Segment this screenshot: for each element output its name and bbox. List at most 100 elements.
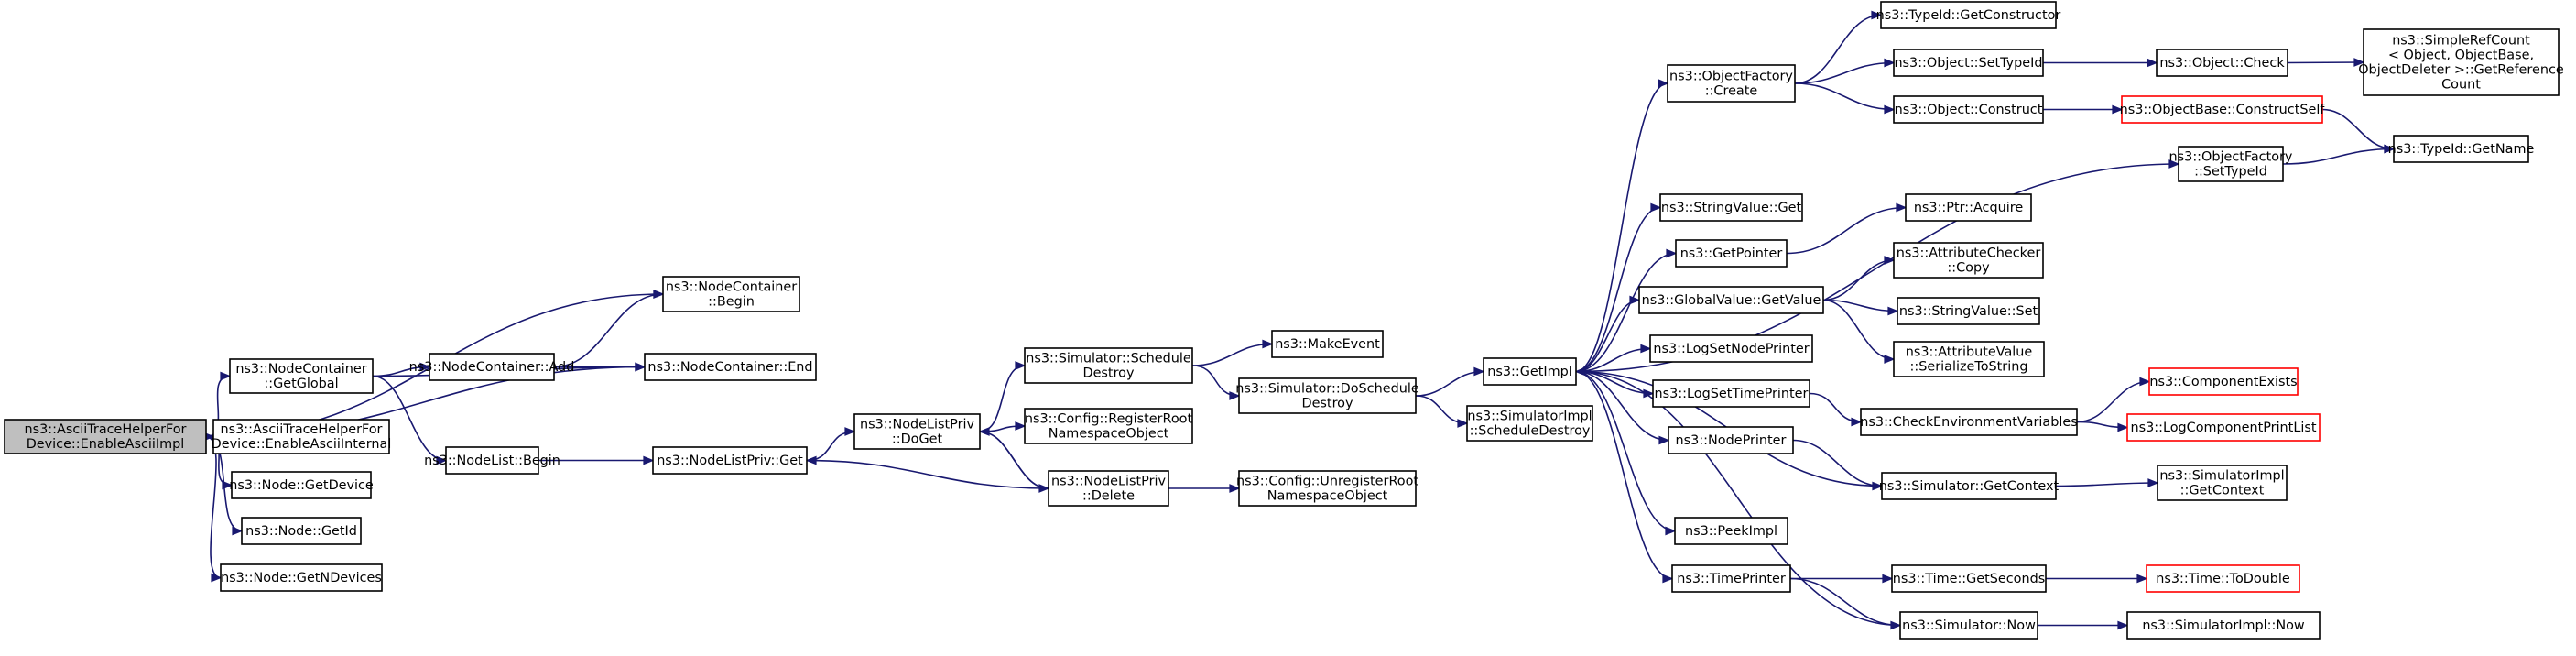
- function-node[interactable]: ns3::ComponentExists: [2148, 367, 2299, 396]
- function-node-label: ns3::SimulatorImpl: [1467, 409, 1592, 423]
- function-node-label: ::GetContext: [2180, 483, 2265, 497]
- function-node-box: [1860, 408, 2078, 436]
- call-edge-arrowhead: [1229, 391, 1241, 400]
- call-edge: [372, 375, 447, 462]
- function-node[interactable]: ns3::AttributeValue::SerializeToString: [1893, 341, 2045, 377]
- function-node[interactable]: ns3::NodeContainer::End: [644, 353, 817, 381]
- function-node[interactable]: ns3::Simulator::Now: [1899, 611, 2038, 640]
- function-node[interactable]: ns3::NodePrinter: [1668, 426, 1794, 454]
- function-node[interactable]: ns3::NodeListPriv::DoGet: [853, 413, 981, 450]
- function-node[interactable]: ns3::StringValue::Set: [1897, 297, 2040, 325]
- call-edge-arrowhead: [635, 362, 647, 372]
- function-node-box: [212, 419, 390, 454]
- function-node[interactable]: ns3::Time::GetSeconds: [1891, 564, 2047, 593]
- call-edge-arrowhead: [1473, 366, 1485, 377]
- function-node-box: [4, 419, 207, 454]
- function-node[interactable]: ns3::SimulatorImpl::Now: [2126, 611, 2321, 640]
- function-node-box: [1024, 347, 1193, 384]
- function-node-box: [2393, 135, 2529, 163]
- function-node[interactable]: ns3::SimpleRefCount< Object, ObjectBase,…: [2358, 28, 2564, 96]
- function-node-box: [1668, 426, 1794, 454]
- function-node[interactable]: ns3::MakeEvent: [1271, 330, 1384, 358]
- call-edge: [806, 431, 855, 462]
- function-node[interactable]: ns3::NodeListPriv::Get: [652, 446, 808, 475]
- function-node[interactable]: ns3::Object::Construct: [1893, 95, 2044, 124]
- function-node[interactable]: ns3::LogSetNodePrinter: [1649, 334, 1813, 363]
- function-node[interactable]: ns3::Config::UnregisterRootNamespaceObje…: [1236, 470, 1418, 507]
- function-node-label: ObjectDeleter >::GetReference: [2358, 62, 2564, 77]
- function-node-label: NamespaceObject: [1049, 426, 1169, 441]
- function-node[interactable]: ns3::ObjectFactory::SetTypeId: [2169, 146, 2293, 182]
- call-edge: [1794, 14, 1882, 84]
- function-node[interactable]: ns3::SimulatorImpl::GetContext: [2157, 465, 2288, 501]
- call-edge-arrowhead: [419, 362, 431, 372]
- call-edge-arrowhead: [1015, 421, 1027, 431]
- function-node-box: [2146, 564, 2300, 593]
- function-node-label: ns3::AsciiTraceHelperFor: [221, 422, 383, 437]
- function-node[interactable]: ns3::AsciiTraceHelperForDevice::EnableAs…: [212, 419, 392, 454]
- call-edge: [1415, 395, 1468, 424]
- function-node-label: < Object, ObjectBase,: [2388, 48, 2534, 62]
- call-edge-arrowhead: [1457, 419, 1469, 428]
- function-node-label: ::DoGet: [892, 432, 943, 446]
- function-node-label: ns3::NodeListPriv: [1051, 474, 1167, 488]
- function-node[interactable]: ns3::TypeId::GetName: [2388, 135, 2535, 163]
- call-edge-arrowhead: [1629, 295, 1641, 305]
- function-node-box: [1880, 1, 2057, 29]
- function-node[interactable]: ns3::GetPointer: [1675, 239, 1788, 268]
- function-node[interactable]: ns3::Ptr::Acquire: [1905, 193, 2032, 222]
- function-node[interactable]: ns3::ObjectFactory::Create: [1667, 64, 1796, 103]
- call-edge-arrowhead: [2117, 620, 2129, 630]
- function-node[interactable]: ns3::Node::GetId: [241, 517, 362, 545]
- call-edge-arrowhead: [1896, 202, 1908, 213]
- function-node[interactable]: ns3::TimePrinter: [1671, 564, 1791, 593]
- call-edge: [1575, 370, 1676, 532]
- function-node[interactable]: ns3::Simulator::ScheduleDestroy: [1024, 347, 1193, 384]
- function-node[interactable]: ns3::Object::Check: [2156, 49, 2288, 77]
- function-node[interactable]: ns3::NodeContainer::Add: [409, 353, 575, 381]
- function-node[interactable]: ns3::Time::ToDouble: [2146, 564, 2300, 593]
- call-edge-arrowhead: [643, 455, 655, 465]
- function-node[interactable]: ns3::NodeContainer::GetGlobal: [229, 358, 374, 394]
- function-node[interactable]: ns3::Node::GetDevice: [229, 471, 374, 499]
- function-node[interactable]: ns3::TypeId::GetConstructor: [1876, 1, 2061, 29]
- call-edge: [1809, 392, 1862, 423]
- function-node[interactable]: ns3::Object::SetTypeId: [1893, 49, 2044, 77]
- function-node[interactable]: ns3::Simulator::GetContext: [1879, 472, 2060, 500]
- function-node[interactable]: ns3::AttributeChecker::Copy: [1893, 242, 2044, 279]
- function-node-label: ::Create: [1705, 83, 1758, 98]
- call-edge: [1575, 370, 1669, 442]
- function-node[interactable]: ns3::ObjectBase::ConstructSelf: [2120, 95, 2326, 124]
- function-node-label: ns3::GetImpl: [1487, 365, 1572, 379]
- function-node[interactable]: ns3::Node::GetNDevices: [220, 563, 383, 592]
- function-node[interactable]: ns3::GlobalValue::GetValue: [1638, 286, 1824, 314]
- function-node-label: Device::EnableAsciiImpl: [27, 437, 185, 452]
- call-edge: [979, 365, 1026, 432]
- function-node[interactable]: ns3::GetImpl: [1483, 357, 1577, 386]
- call-edge-arrowhead: [2168, 159, 2180, 169]
- function-node-label: ns3::GlobalValue::GetValue: [1642, 293, 1821, 308]
- function-node[interactable]: ns3::LogSetTimePrinter: [1652, 379, 1810, 408]
- function-node[interactable]: ns3::CheckEnvironmentVariables: [1860, 408, 2078, 436]
- function-node[interactable]: ns3::AsciiTraceHelperForDevice::EnableAs…: [4, 419, 207, 454]
- function-node-label: Count: [2441, 77, 2481, 92]
- function-node-box: [445, 446, 539, 475]
- function-node[interactable]: ns3::StringValue::Get: [1659, 193, 1803, 222]
- function-node[interactable]: ns3::NodeList::Begin: [424, 446, 560, 475]
- function-node-box: [2157, 465, 2288, 501]
- function-node[interactable]: ns3::PeekImpl: [1674, 517, 1788, 545]
- function-node[interactable]: ns3::NodeListPriv::Delete: [1048, 470, 1169, 507]
- call-edge-arrowhead: [978, 427, 990, 436]
- function-node[interactable]: ns3::SimulatorImpl::ScheduleDestroy: [1466, 405, 1593, 442]
- call-edge-arrowhead: [1884, 355, 1896, 364]
- function-node[interactable]: ns3::NodeContainer::Begin: [662, 276, 800, 312]
- call-edge-arrowhead: [1851, 417, 1863, 427]
- function-node-label: ns3::GetPointer: [1680, 246, 1783, 261]
- function-node-label: ::Delete: [1082, 488, 1135, 503]
- function-node-label: ns3::MakeEvent: [1275, 337, 1380, 352]
- function-node-box: [1893, 49, 2044, 77]
- function-node[interactable]: ns3::LogComponentPrintList: [2126, 413, 2321, 442]
- call-edge: [806, 459, 1049, 489]
